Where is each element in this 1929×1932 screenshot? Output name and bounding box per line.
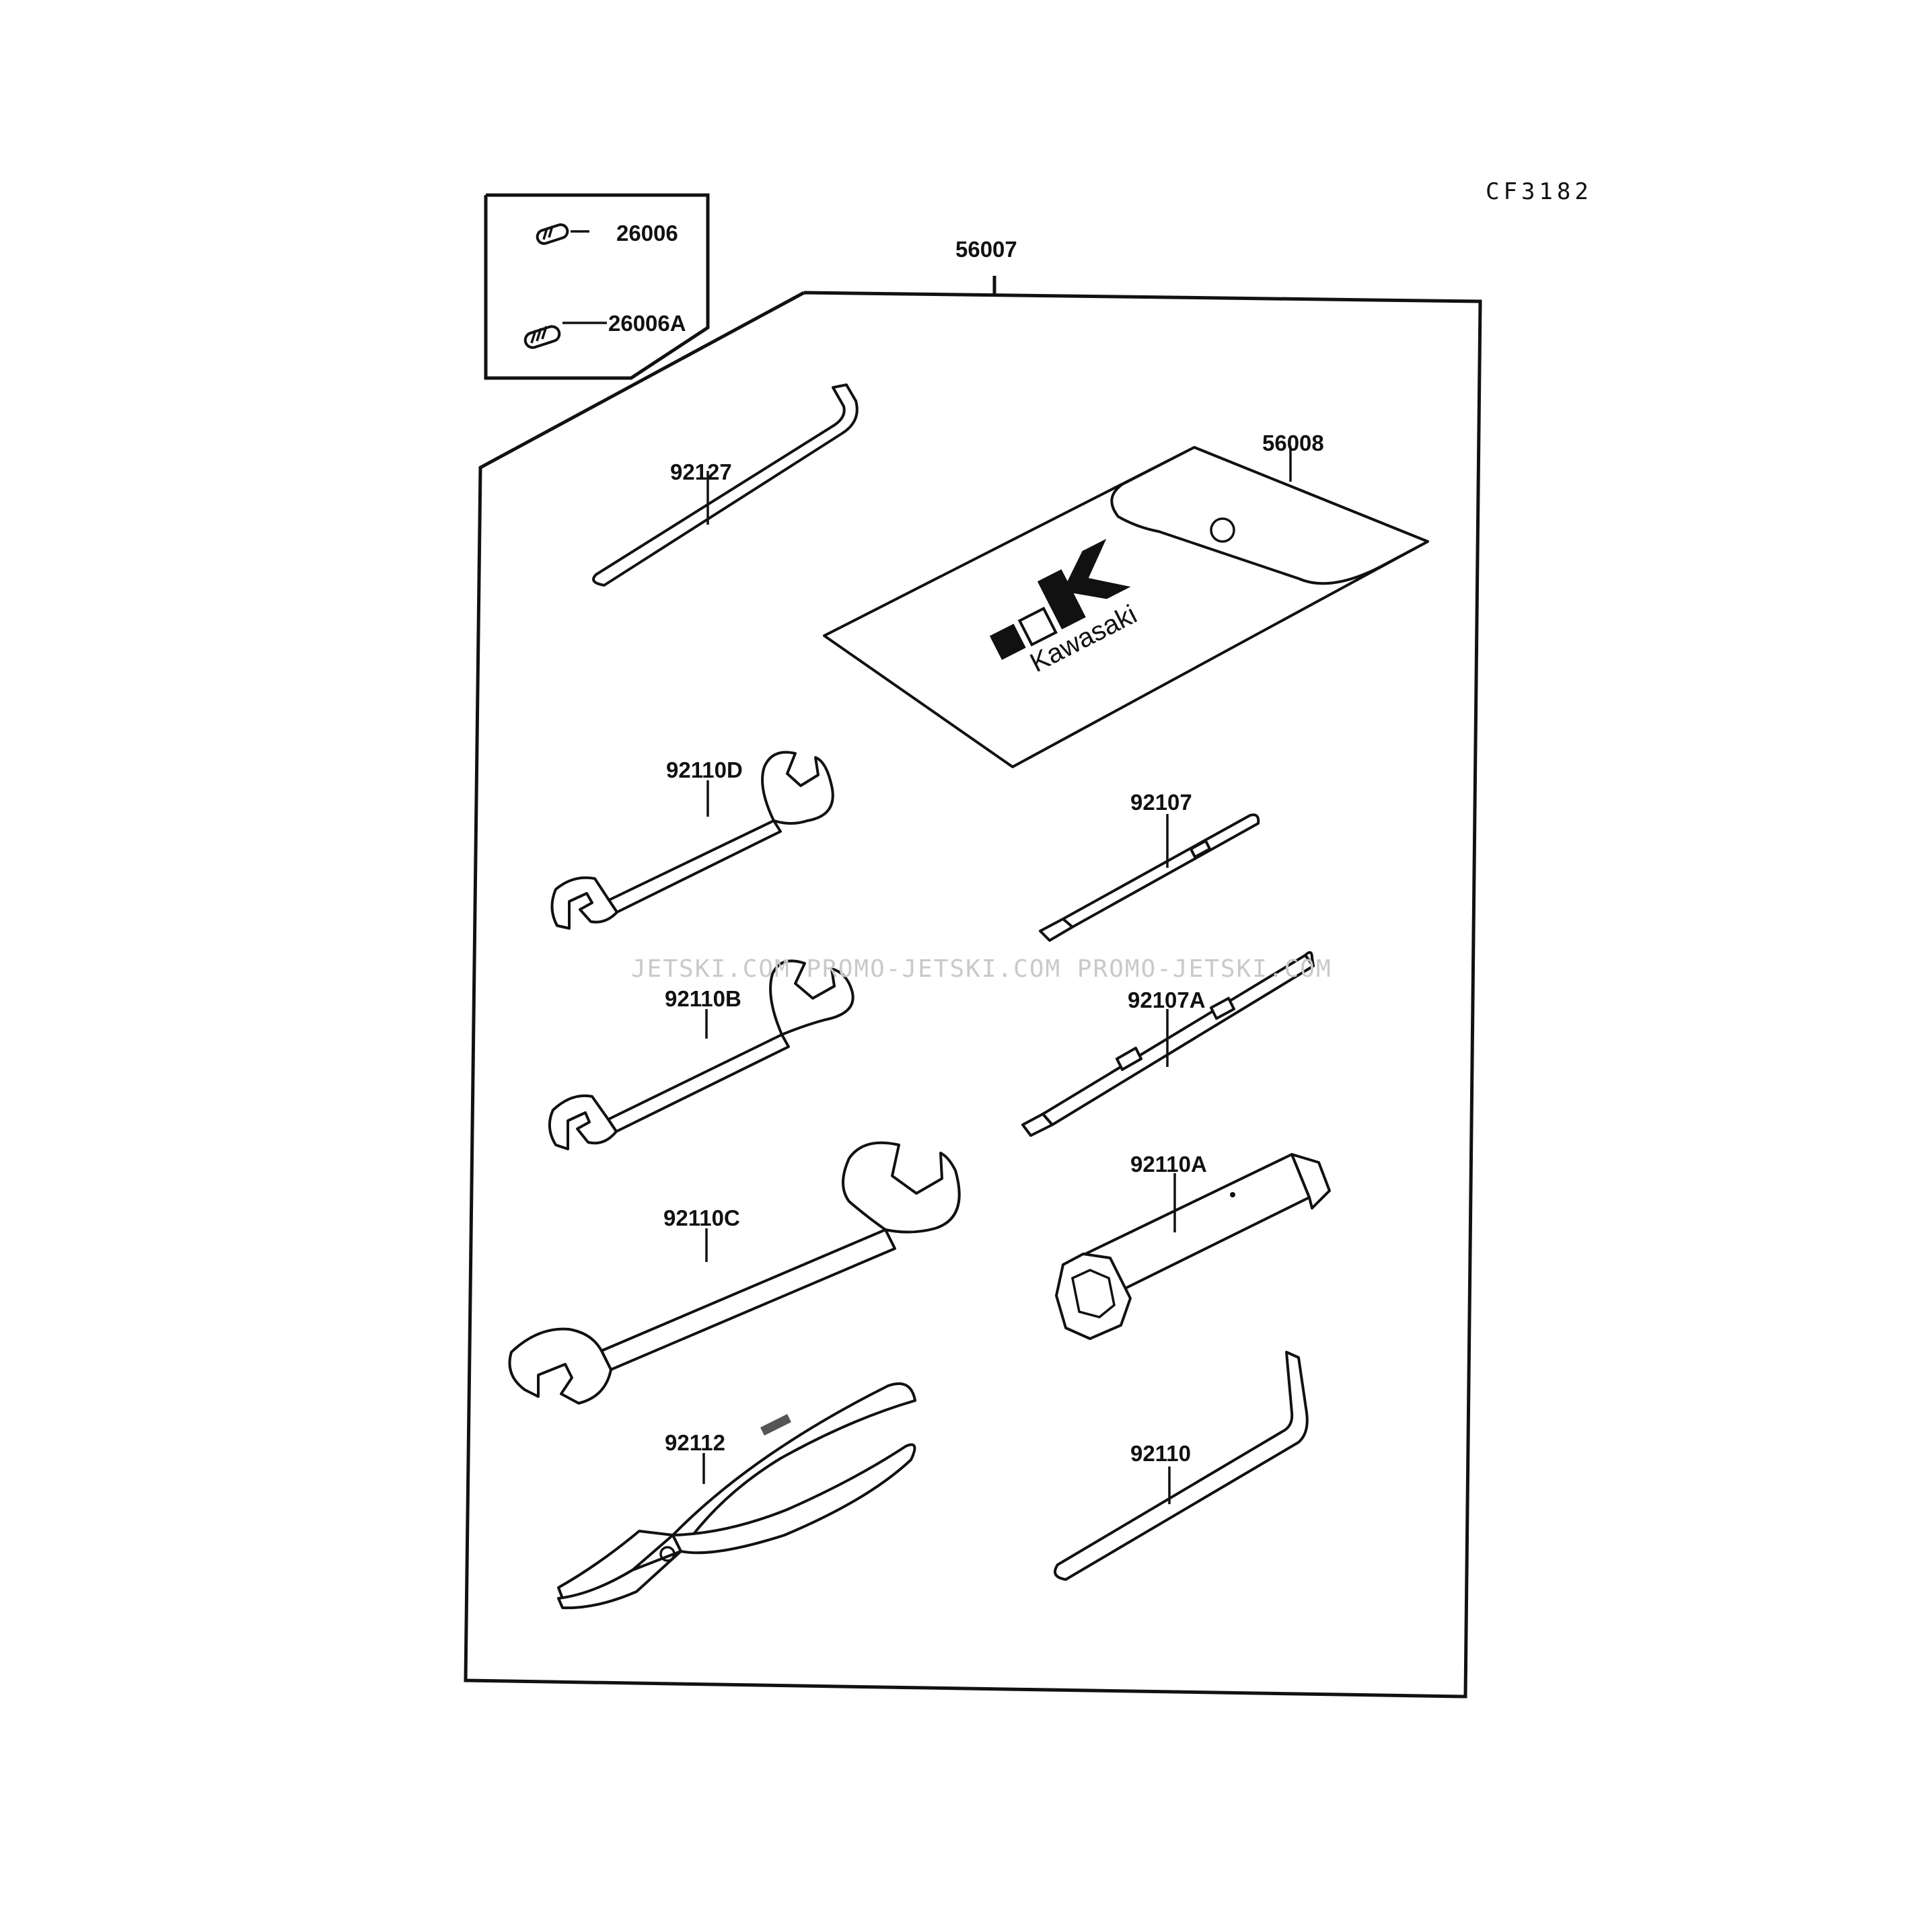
label-92127: 92127 [670, 459, 732, 484]
box-wrench-92110a-icon [1055, 1153, 1331, 1340]
label-92110a: 92110A [1130, 1152, 1207, 1177]
screwdriver-92107-icon [1039, 813, 1260, 942]
pliers-92112-icon [557, 1382, 916, 1610]
label-92110: 92110 [1130, 1441, 1191, 1466]
watermark: JETSKI.COM PROMO-JETSKI.COM PROMO-JETSKI… [631, 955, 1332, 983]
label-92110c: 92110C [663, 1205, 740, 1230]
label-92112: 92112 [665, 1430, 725, 1455]
label-92110b: 92110B [665, 986, 741, 1011]
drawing-code: CF3182 [1486, 178, 1593, 205]
wrench-92110b-icon [548, 959, 854, 1150]
label-26006a: 26006A [608, 311, 686, 336]
label-92107: 92107 [1130, 790, 1192, 815]
hex-key-92110-icon [1054, 1351, 1309, 1581]
pin-26006a-icon [523, 322, 607, 349]
label-92107a: 92107A [1128, 988, 1206, 1012]
hex-key-92127-icon [592, 383, 859, 587]
kit-outline [464, 276, 1482, 1699]
wrench-92110d-icon [550, 751, 834, 930]
pin-26006-icon [536, 223, 589, 246]
pin-inset-box [484, 193, 710, 380]
label-26006: 26006 [616, 221, 678, 246]
label-56008: 56008 [1262, 431, 1324, 455]
tool-bag-56008-icon: Kawasaki [823, 446, 1429, 768]
label-92110d: 92110D [666, 757, 743, 782]
label-56007: 56007 [955, 237, 1017, 262]
screwdriver-92107a-icon [1021, 951, 1315, 1137]
wrench-92110c-icon [508, 1141, 961, 1405]
